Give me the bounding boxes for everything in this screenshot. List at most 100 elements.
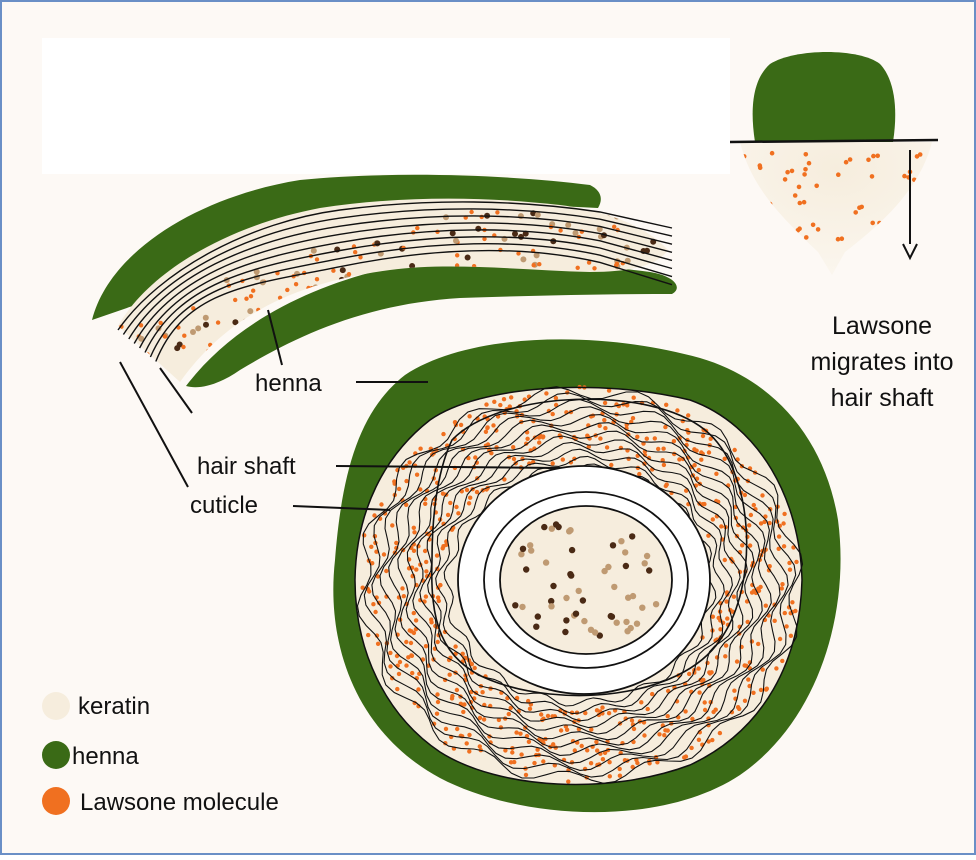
lawsone-dot	[787, 561, 791, 565]
lawsone-dot	[484, 430, 488, 434]
pigment-dot	[624, 628, 630, 634]
pigment-dot	[608, 613, 614, 619]
lawsone-dot	[315, 277, 319, 281]
lawsone-dot	[409, 629, 413, 633]
pigment-dot	[311, 248, 317, 254]
pigment-dot	[518, 551, 524, 557]
pigment-dot	[605, 564, 611, 570]
lawsone-dot	[802, 172, 807, 177]
lawsone-dot	[642, 733, 646, 737]
lawsone-dot	[692, 447, 696, 451]
lawsone-dot	[760, 493, 764, 497]
lawsone-dot	[455, 253, 459, 257]
lawsone-dot	[467, 733, 471, 737]
pigment-dot	[573, 611, 579, 617]
lawsone-dot	[475, 490, 479, 494]
lawsone-dot	[797, 185, 802, 190]
pigment-dot	[450, 230, 456, 236]
lawsone-dot	[468, 496, 472, 500]
legend-swatch-lawsone	[42, 787, 70, 815]
henna-blob	[753, 52, 896, 142]
lawsone-dot	[723, 654, 727, 658]
lawsone-dot	[181, 345, 185, 349]
lawsone-dot	[384, 569, 388, 573]
lawsone-dot	[803, 167, 808, 172]
lawsone-dot	[758, 163, 763, 168]
lawsone-dot	[592, 266, 596, 270]
lawsone-dot	[554, 396, 558, 400]
pigment-dot	[569, 547, 575, 553]
lawsone-dot	[435, 712, 439, 716]
lawsone-dot	[388, 664, 392, 668]
lawsone-dot	[541, 759, 545, 763]
lawsone-dot	[491, 423, 495, 427]
lawsone-dot	[637, 472, 641, 476]
lawsone-dot	[645, 437, 649, 441]
lawsone-dot	[532, 263, 536, 267]
lawsone-dot	[494, 445, 498, 449]
lawsone-dot	[697, 690, 701, 694]
lawsone-dot	[759, 688, 763, 692]
lawsone-dot	[618, 774, 622, 778]
lawsone-dot	[537, 262, 541, 266]
lawsone-dot	[485, 426, 489, 430]
lawsone-dot	[859, 205, 864, 210]
lawsone-dot	[733, 448, 737, 452]
lawsone-dot	[366, 633, 370, 637]
lawsone-dot	[412, 611, 416, 615]
pigment-dot	[203, 315, 209, 321]
pigment-dot	[512, 602, 518, 608]
pigment-dot	[443, 214, 449, 220]
lawsone-dot	[441, 432, 445, 436]
lawsone-dot	[410, 671, 414, 675]
lawsone-dot	[473, 666, 477, 670]
lawsone-dot	[607, 760, 611, 764]
lawsone-dot	[388, 651, 392, 655]
lawsone-dot	[595, 748, 599, 752]
lawsone-dot	[589, 727, 593, 731]
lawsone-dot	[785, 170, 790, 175]
pigment-dot	[653, 601, 659, 607]
lawsone-dot	[870, 221, 875, 226]
pigment-dot	[634, 621, 640, 627]
lawsone-dot	[395, 687, 399, 691]
pigment-dot	[520, 546, 526, 552]
lawsone-dot	[866, 158, 871, 163]
lawsone-dot	[781, 521, 785, 525]
pigment-dot	[195, 325, 201, 331]
pigment-dot	[247, 308, 253, 314]
legend-swatch-henna	[42, 741, 70, 769]
lawsone-dot	[783, 177, 788, 182]
lawsone-dot	[495, 210, 499, 214]
lawsone-dot	[724, 643, 728, 647]
lawsone-dot	[379, 502, 383, 506]
pigment-dot	[340, 267, 346, 273]
lawsone-dot	[870, 174, 875, 179]
lawsone-dot	[848, 157, 853, 162]
lawsone-dot	[455, 688, 459, 692]
lawsone-dot	[615, 262, 619, 266]
lawsone-dot	[404, 479, 408, 483]
lawsone-dot	[607, 711, 611, 715]
pigment-dot	[475, 226, 481, 232]
lawsone-dot	[740, 543, 744, 547]
lawsone-dot	[537, 440, 541, 444]
pigment-dot	[374, 240, 380, 246]
lawsone-dot	[696, 666, 700, 670]
legend-item-henna: henna	[42, 741, 139, 770]
lawsone-dot	[510, 750, 514, 754]
lawsone-dot	[412, 530, 416, 534]
lawsone-dot	[653, 436, 657, 440]
lawsone-dot	[756, 642, 760, 646]
lawsone-dot	[546, 714, 550, 718]
pigment-dot	[588, 627, 594, 633]
lawsone-dot	[570, 760, 574, 764]
lawsone-dot	[630, 718, 634, 722]
lawsone-dot	[459, 423, 463, 427]
lawsone-dot	[794, 560, 798, 564]
lawsone-dot	[627, 457, 631, 461]
lawsone-dot	[244, 297, 248, 301]
lawsone-dot	[518, 732, 522, 736]
lawsone-dot	[701, 434, 705, 438]
lawsone-dot	[764, 687, 768, 691]
